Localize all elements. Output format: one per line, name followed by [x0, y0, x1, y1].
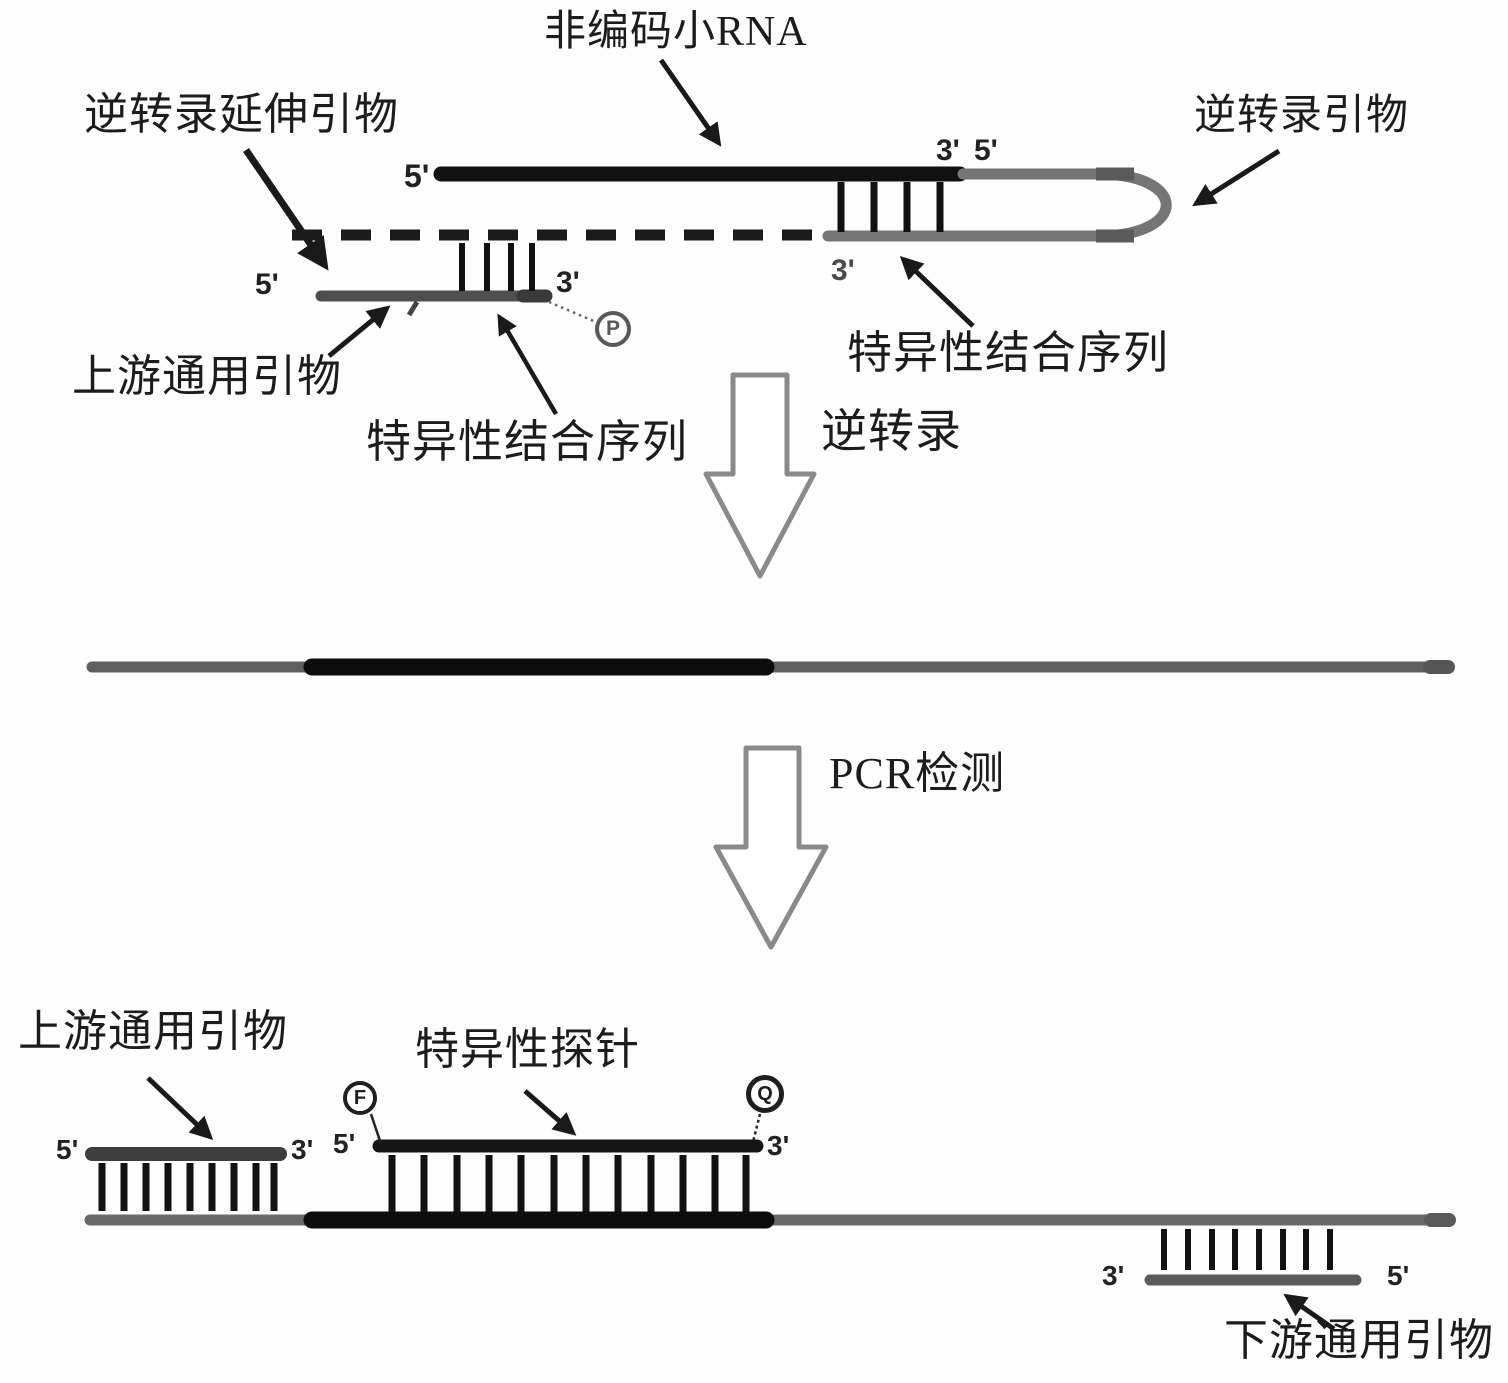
probe-basepair-ticks [388, 1155, 750, 1212]
downstream-primer-arrow [1283, 1293, 1336, 1332]
pcr-detection-step-label: PCR检测 [829, 749, 1006, 798]
specific-binding-left-label: 特异性结合序列 [366, 417, 689, 467]
upstream-primer-basepair-ticks [459, 243, 535, 291]
phosphate-link-line [548, 300, 597, 324]
specific-binding-right-arrow [899, 256, 975, 328]
rna-5-end-label: 5' [404, 158, 430, 194]
downstream-primer-3-end-label: 3' [1102, 1260, 1125, 1291]
rt-extension-primer-label: 逆转录延伸引物 [84, 90, 399, 139]
upstream-primer-top-arrow [327, 305, 391, 358]
specific-binding-left-arrow [497, 313, 558, 416]
specific-probe-label: 特异性探针 [415, 1025, 640, 1074]
amplicon-primer-5-end-label: 5' [56, 1134, 79, 1165]
fluorophore-link-line [369, 1113, 383, 1145]
downstream-primer-5-end-label: 5' [1387, 1260, 1410, 1291]
rt-primer-arrow [1192, 148, 1281, 207]
rna-3-end-label: 3' [936, 134, 960, 167]
reverse-transcription-step-arrow [703, 372, 817, 579]
quencher-icon: Q [746, 1075, 784, 1113]
phosphate-icon: P [595, 311, 631, 347]
rt-extension-primer-arrow [243, 148, 329, 271]
hairpin-basepair-ticks [837, 182, 944, 232]
upstream-primer-5-end-label: 5' [255, 268, 279, 301]
specific-probe-arrow [523, 1089, 577, 1136]
upstream-primer-bottom-ticks [98, 1163, 278, 1211]
downstream-primer-ticks [1161, 1229, 1333, 1270]
specific-binding-right-label: 特异性结合序列 [847, 328, 1170, 378]
pcr-detection-step-arrow [713, 745, 829, 950]
fluorophore-icon: F [343, 1081, 377, 1115]
amplicon-primer-3-end-label: 3' [291, 1134, 314, 1165]
noncoding-rna-arrow [658, 58, 722, 147]
downstream-primer-label: 下游通用引物 [1224, 1316, 1494, 1365]
quencher-link-line [751, 1113, 762, 1143]
rt-primer-5-end-label: 5' [974, 134, 998, 167]
upstream-primer-bottom-label: 上游通用引物 [18, 1007, 288, 1056]
upstream-primer-top-label: 上游通用引物 [72, 352, 342, 401]
cdna-3-end-label: 3' [831, 254, 855, 287]
rt-primer-hairpin-strand [822, 168, 1172, 242]
reverse-transcription-step-label: 逆转录 [821, 406, 962, 457]
noncoding-rna-label: 非编码小RNA [544, 9, 808, 55]
upstream-primer-3-end-label: 3' [556, 266, 580, 299]
stray-mark [406, 300, 420, 317]
probe-3-end-label: 3' [767, 1130, 790, 1161]
probe-5-end-label: 5' [333, 1128, 356, 1159]
upstream-primer-bottom-arrow [146, 1076, 214, 1140]
rt-primer-label: 逆转录引物 [1194, 93, 1410, 139]
